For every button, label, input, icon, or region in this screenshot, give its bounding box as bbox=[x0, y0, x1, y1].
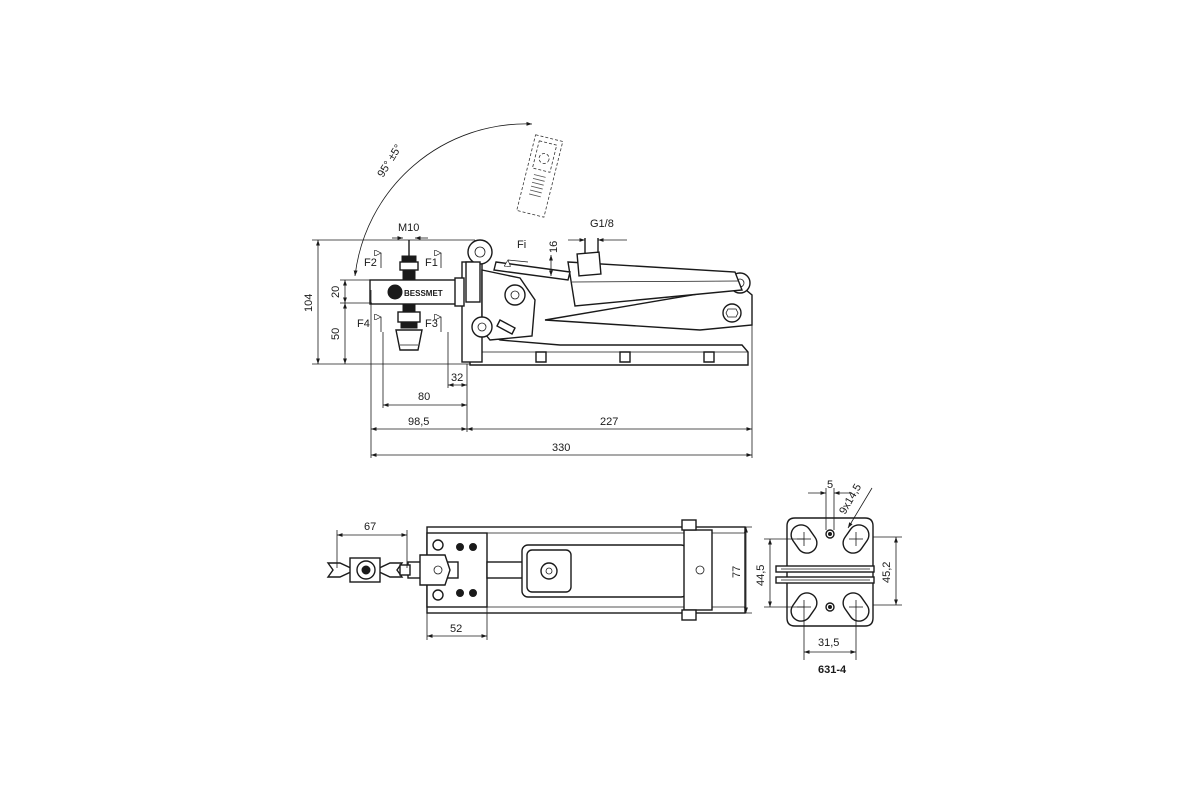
arm-pivot bbox=[467, 239, 493, 265]
model-code: 631-4 bbox=[818, 664, 847, 676]
force-label-f1: F1 bbox=[425, 257, 438, 269]
top-rear-bracket bbox=[683, 529, 713, 611]
dim-80: 80 bbox=[418, 391, 430, 403]
top-swivel-head bbox=[326, 557, 411, 583]
dim-52: 52 bbox=[450, 623, 462, 635]
dim-67: 67 bbox=[364, 521, 376, 533]
side-view: 95° ±5° bbox=[303, 121, 753, 458]
dim-5: 5 bbox=[827, 479, 833, 491]
pneumatic-cylinder bbox=[567, 261, 743, 307]
rear-pivot bbox=[722, 303, 742, 323]
brand-logo bbox=[387, 284, 403, 300]
force-label-f4: F4 bbox=[357, 318, 370, 330]
dim-9x14-5: 9x14,5 bbox=[837, 482, 864, 517]
swing-arc bbox=[353, 121, 533, 277]
dim-227: 227 bbox=[600, 416, 618, 428]
force-label-fi: Fi bbox=[517, 239, 526, 251]
brand-label: BESSMET bbox=[404, 289, 443, 298]
dim-45-2: 45,2 bbox=[881, 562, 893, 583]
top-rod bbox=[486, 561, 528, 579]
base-mounting-slots bbox=[535, 351, 715, 363]
spindle-thread-label: M10 bbox=[398, 222, 419, 234]
dim-20: 20 bbox=[330, 286, 342, 298]
port-thread-label: G1/8 bbox=[590, 218, 614, 230]
dim-104: 104 bbox=[303, 294, 315, 312]
clamp-spindle bbox=[395, 240, 423, 351]
mounting-slot-top-right bbox=[842, 524, 870, 554]
mounting-slot-bottom-right bbox=[842, 592, 870, 622]
dim-31-5: 31,5 bbox=[818, 637, 839, 649]
dim-16: 16 bbox=[548, 241, 560, 253]
dim-330: 330 bbox=[552, 442, 570, 454]
dim-44-5: 44,5 bbox=[755, 565, 767, 586]
cylinder-port bbox=[576, 251, 602, 277]
top-view: 67 52 77 bbox=[326, 519, 752, 640]
force-label-f3: F3 bbox=[425, 318, 438, 330]
dim-77: 77 bbox=[731, 566, 743, 578]
dim-98-5: 98,5 bbox=[408, 416, 429, 428]
swing-angle-label: 95° ±5° bbox=[375, 142, 404, 179]
force-label-f2: F2 bbox=[364, 257, 377, 269]
spindle-pad bbox=[395, 329, 423, 351]
dim-32: 32 bbox=[451, 372, 463, 384]
dim-50: 50 bbox=[330, 328, 342, 340]
arm-open-position bbox=[516, 134, 564, 218]
base-view: 5 9x14,5 44,5 45,2 31,5 631-4 bbox=[755, 479, 902, 676]
clamp-arm bbox=[369, 279, 463, 305]
force-arrow-fi bbox=[508, 260, 529, 262]
